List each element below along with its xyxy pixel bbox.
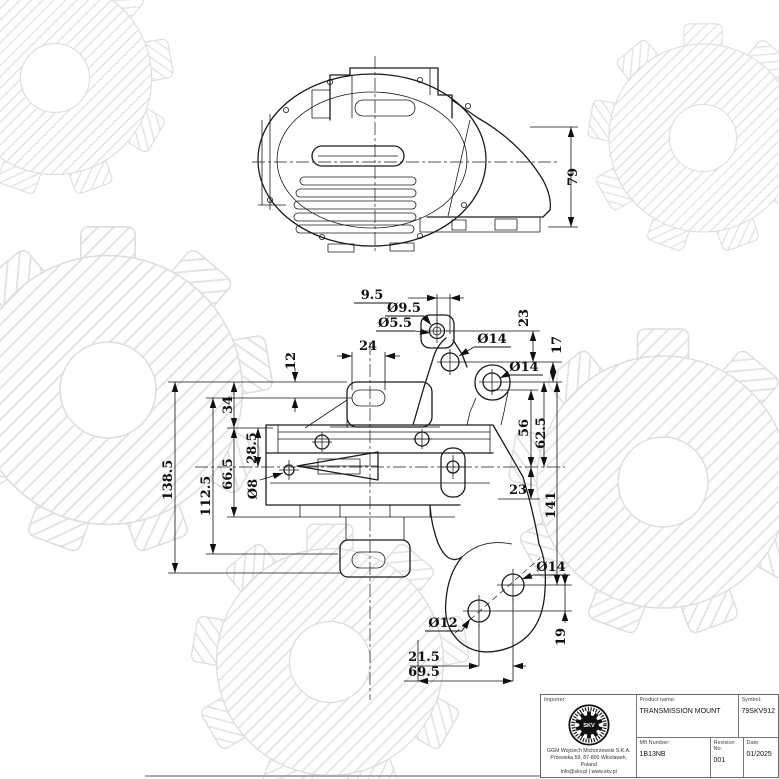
dim-label-138-5: 138.5 — [161, 460, 176, 501]
dim-label-69-5: 69.5 — [408, 665, 440, 680]
skv-logo: SKV — [568, 704, 610, 746]
dim-label-o14-a: Ø14 — [477, 332, 506, 347]
date-label: Date: — [746, 740, 760, 746]
title-block: Importer: SKV GGM Wojciech Michorzewski … — [540, 694, 779, 778]
dim-label-28-5: 28.5 — [245, 432, 260, 464]
mft-number-cell: Mft Number: 1B13NB — [637, 738, 711, 777]
dim-label-56: 56 — [517, 419, 532, 437]
sheet-bottom-border — [145, 775, 779, 777]
dim-label-112-5: 112.5 — [199, 476, 214, 517]
company-line3: info@skv.pl | www.skv.pl — [560, 768, 617, 775]
dim-label-o8: Ø8 — [246, 479, 261, 499]
dim-label-o12: Ø12 — [428, 616, 457, 631]
dim-label-o9-5: Ø9.5 — [387, 301, 421, 316]
product-name-label: Product name: — [639, 697, 676, 703]
dim-79: 79 — [530, 126, 581, 228]
flange-bolts — [266, 77, 471, 240]
importer-cell: Importer: SKV GGM Wojciech Michorzewski … — [541, 695, 637, 777]
dim-label-17: 17 — [550, 336, 565, 354]
dimension-lines: 9.5 Ø9.5 Ø5.5 23 17 Ø14 Ø14 56 62.5 23 — [161, 288, 572, 685]
dim-label-79: 79 — [566, 168, 581, 186]
dim-label-141: 141 — [544, 491, 559, 518]
side-view: 79 — [252, 56, 581, 253]
dim-label-24: 24 — [359, 339, 377, 354]
symbol-label: Symbol: — [741, 697, 762, 703]
symbol-cell: Symbol: 79SKV912 — [739, 695, 778, 737]
mft-number-label: Mft Number: — [639, 740, 670, 746]
dim-label-9-5: 9.5 — [361, 288, 384, 303]
dim-label-12: 12 — [284, 352, 299, 370]
symbol-value: 79SKV912 — [741, 708, 775, 716]
revision-value: 001 — [713, 757, 726, 765]
revision-cell: Revision No: 001 — [711, 738, 744, 777]
dim-label-o14-b: Ø14 — [509, 360, 538, 375]
date-cell: Date: 01/2025 — [744, 738, 778, 777]
mft-number-value: 1B13NB — [639, 751, 666, 759]
dim-label-o5-5: Ø5.5 — [378, 316, 412, 331]
importer-label: Importer: — [544, 697, 567, 703]
dim-label-66-5: 66.5 — [221, 458, 236, 490]
dim-label-21-5: 21.5 — [408, 650, 440, 665]
date-value: 01/2025 — [746, 751, 772, 759]
dim-label-19: 19 — [554, 628, 569, 646]
company-line1: GGM Wojciech Michorzewski S.K.A. — [547, 747, 631, 754]
logo-text: SKV — [583, 723, 595, 729]
grille-slots — [293, 176, 417, 234]
product-name-value: TRANSMISSION MOUNT — [639, 708, 721, 716]
company-line2: Przesieka 59, 87-800 Włocławek, Poland — [550, 754, 628, 768]
dim-label-34: 34 — [221, 396, 236, 414]
dim-label-o14-c: Ø14 — [536, 560, 565, 575]
product-name-cell: Product name: TRANSMISSION MOUNT — [637, 695, 739, 737]
dim-label-23-mid: 23 — [509, 483, 527, 498]
dim-label-62-5: 62.5 — [534, 417, 549, 449]
revision-label: Revision No: — [713, 740, 735, 753]
company-address: GGM Wojciech Michorzewski S.K.A. Przesie… — [544, 748, 634, 776]
dim-label-23-top: 23 — [517, 309, 532, 327]
